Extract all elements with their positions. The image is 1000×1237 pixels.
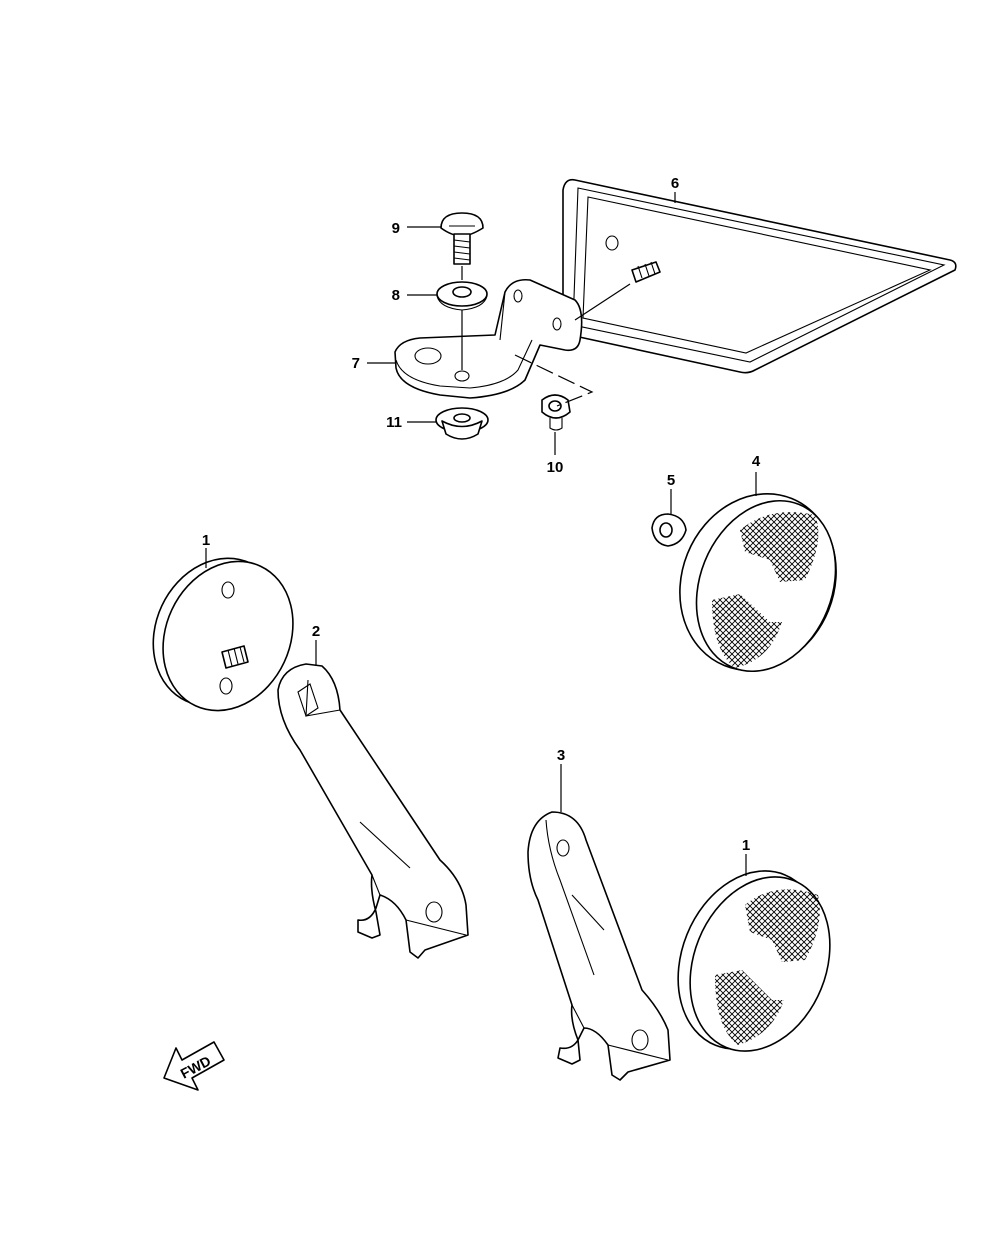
washer [436, 281, 488, 311]
callout-3: 3 [557, 747, 565, 764]
round-reflector-upper [679, 493, 837, 673]
assembly-guide-lines [461, 266, 631, 407]
callout-2: 2 [312, 623, 320, 640]
callout-6: 6 [671, 175, 679, 192]
forward-direction-arrow: FWD [163, 1041, 225, 1091]
callout-1-left: 1 [202, 532, 210, 549]
callout-5: 5 [667, 472, 675, 489]
callout-9: 9 [392, 220, 400, 237]
round-reflector-lower [677, 870, 831, 1052]
flange-nut-small [541, 394, 571, 431]
rectangular-reflector [562, 178, 957, 374]
reflector-bracket [394, 278, 583, 399]
reflector-nut [651, 513, 687, 547]
callout-4: 4 [752, 453, 761, 470]
callout-10: 10 [547, 459, 564, 476]
callout-11: 11 [386, 414, 402, 431]
callout-numbers: 9 8 7 11 10 6 5 4 1 2 3 1 [202, 175, 761, 854]
round-reflector-left [152, 557, 294, 712]
callout-8: 8 [392, 287, 400, 304]
reflector-bracket-left [277, 663, 469, 959]
callout-7: 7 [352, 355, 360, 372]
flange-nut-large [435, 407, 489, 440]
reflector-bracket-right [527, 811, 671, 1081]
callout-1-right: 1 [742, 837, 750, 854]
leader-lines [205, 192, 757, 876]
screw-bolt [440, 212, 484, 265]
